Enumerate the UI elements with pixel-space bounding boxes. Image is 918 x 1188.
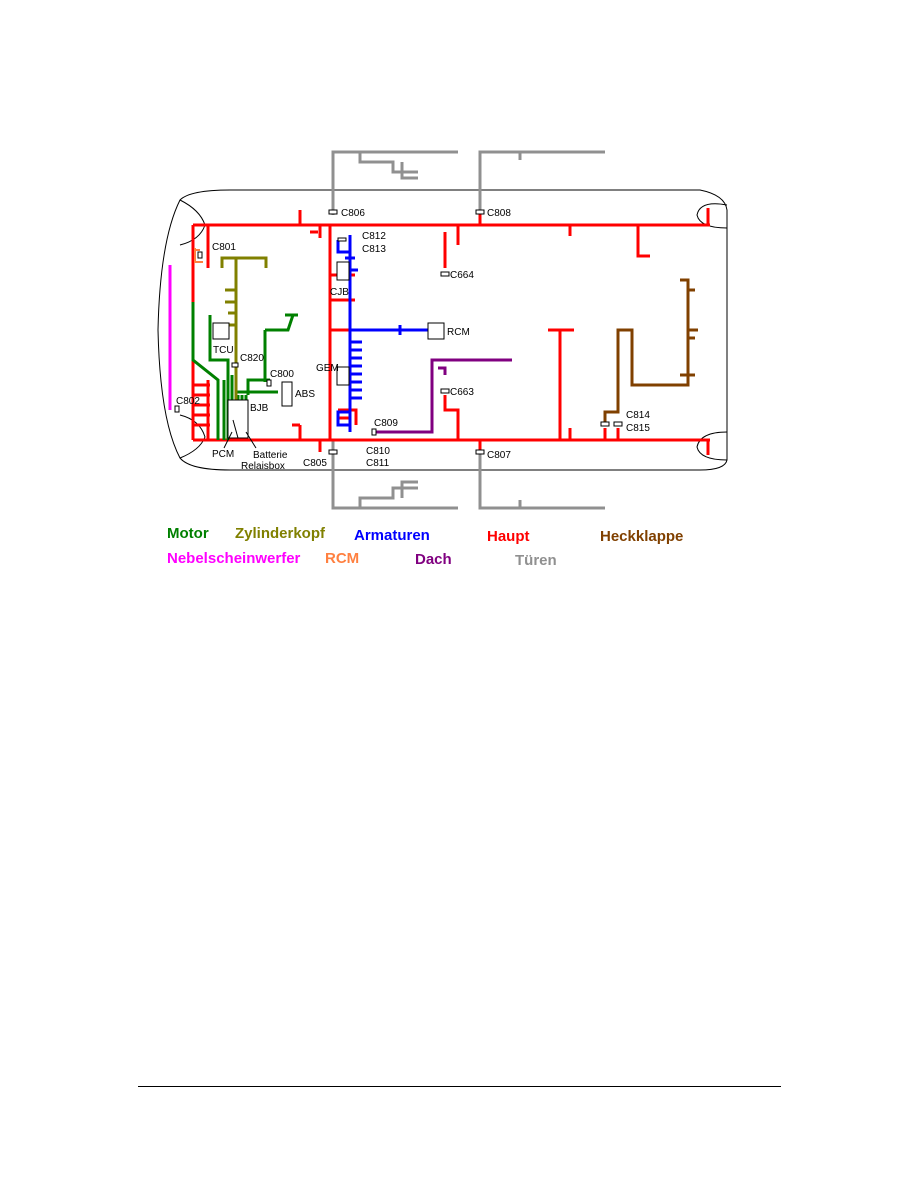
- tailgate-harness: [603, 278, 698, 425]
- label-c813: C813: [362, 244, 386, 255]
- legend-nebelscheinwerfer: Nebelscheinwerfer: [167, 550, 301, 567]
- connector-c802: [174, 405, 180, 413]
- label-c805: C805: [303, 458, 327, 469]
- legend-armaturen: Armaturen: [354, 527, 430, 544]
- label-rcm-module: RCM: [447, 327, 470, 338]
- doors-harness: [331, 150, 605, 510]
- connector-c806: [328, 209, 338, 215]
- legend-motor: Motor: [167, 525, 209, 542]
- label-c815: C815: [626, 423, 650, 434]
- label-c800: C800: [270, 369, 294, 380]
- connector-symbols: [174, 209, 623, 455]
- connector-c805: [328, 449, 338, 455]
- connector-c814: [600, 421, 610, 427]
- label-cjb: CJB: [330, 287, 349, 298]
- abs-box: [281, 381, 293, 407]
- engine-harness: [191, 302, 298, 440]
- connector-c664: [440, 271, 450, 277]
- label-c664: C664: [450, 270, 474, 281]
- bjb-box-divider: [232, 419, 239, 439]
- connector-c809: [371, 428, 377, 436]
- legend-haupt: Haupt: [487, 528, 530, 545]
- connector-labels: C806 C808 C812 C813 C664 C801 C820 C800 …: [176, 208, 650, 469]
- label-c812: C812: [362, 231, 386, 242]
- legend-rcm: RCM: [325, 550, 359, 567]
- legend-dach: Dach: [415, 551, 452, 568]
- label-c806: C806: [341, 208, 365, 219]
- label-relaisbox: Relaisbox: [241, 461, 285, 472]
- legend-zylinderkopf: Zylinderkopf: [235, 525, 326, 542]
- rcm-box: [427, 322, 445, 340]
- label-bjb: BJB: [250, 403, 269, 414]
- connector-c820: [231, 362, 239, 368]
- label-c802: C802: [176, 396, 200, 407]
- label-c807: C807: [487, 450, 511, 461]
- instrument-panel-harness: [336, 235, 428, 432]
- connector-c812: [337, 237, 347, 242]
- label-batterie: Batterie: [253, 450, 288, 461]
- legend-heckklappe: Heckklappe: [600, 528, 683, 545]
- module-labels: CJB RCM GEM TCU ABS BJB PCM Batterie Rel…: [212, 287, 470, 472]
- label-c809: C809: [374, 418, 398, 429]
- connector-c807: [475, 449, 485, 455]
- module-boxes: [212, 261, 445, 439]
- label-c811: C811: [366, 458, 390, 469]
- bjb-box: [227, 399, 249, 439]
- label-c814: C814: [626, 410, 650, 421]
- leader-lines: [223, 431, 257, 449]
- label-gem: GEM: [316, 363, 339, 374]
- label-c820: C820: [240, 353, 264, 364]
- connector-c801: [197, 251, 203, 259]
- roof-harness: [375, 358, 512, 434]
- footer-rule: [138, 1086, 781, 1087]
- label-c801: C801: [212, 242, 236, 253]
- gem-box: [336, 366, 350, 386]
- tcu-box: [212, 322, 230, 340]
- connector-c808: [475, 209, 485, 215]
- label-pcm: PCM: [212, 449, 234, 460]
- label-tcu: TCU: [213, 345, 234, 356]
- connector-c663: [440, 388, 450, 394]
- label-c663: C663: [450, 387, 474, 398]
- label-c810: C810: [366, 446, 390, 457]
- cjb-box: [336, 261, 350, 281]
- label-abs: ABS: [295, 389, 315, 400]
- vehicle-outline: [157, 189, 728, 471]
- legend: Motor Zylinderkopf Armaturen Haupt Heckk…: [167, 525, 683, 569]
- legend-tueren: Türen: [515, 552, 557, 569]
- connector-c815: [613, 421, 623, 427]
- rcm-harness: [194, 248, 203, 263]
- connector-c800: [266, 379, 272, 387]
- label-c808: C808: [487, 208, 511, 219]
